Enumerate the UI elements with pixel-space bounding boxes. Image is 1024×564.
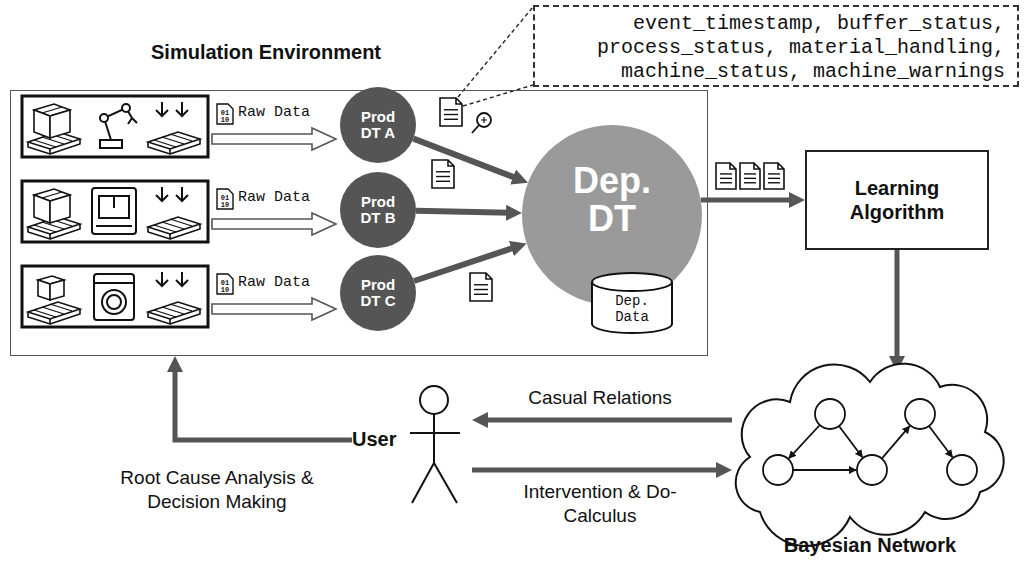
- cloud-outline: [720, 362, 1020, 532]
- attribute-list: event_timestamp, buffer_status, process_…: [555, 12, 1005, 80]
- flow-arrow: [484, 418, 732, 423]
- edge-label: Root Cause Analysis & Decision Making: [86, 466, 348, 514]
- document-icon: [470, 273, 492, 301]
- flow-label: Raw Data: [238, 274, 310, 291]
- document-icon: [740, 163, 760, 189]
- document-icon: [440, 98, 462, 126]
- production-twin: Prod DT C: [340, 255, 416, 331]
- edge-label: Casual Relations: [528, 386, 672, 410]
- environment-panel: Simulation EnvironmentProd DT AProd DT B…: [10, 90, 708, 356]
- flow-label: Raw Data: [238, 189, 310, 206]
- machine-row-a: [22, 96, 208, 157]
- flow-arrow: [472, 468, 720, 473]
- binary-icons: [217, 104, 233, 294]
- machine-row-c: [22, 266, 208, 327]
- flow-arrow: [895, 250, 900, 360]
- production-twin: Prod DT A: [340, 87, 416, 163]
- document-icon: [716, 163, 736, 189]
- attribute-callout: event_timestamp, buffer_status, process_…: [533, 5, 1019, 87]
- actor-label: User: [352, 428, 396, 451]
- panel-heading: Simulation Environment: [151, 41, 381, 64]
- flow-arrow: [416, 211, 510, 213]
- twin-label: Prod DT B: [356, 194, 400, 227]
- database-cylinder: Dep. Data: [590, 272, 674, 334]
- flow-arrow: [414, 247, 515, 281]
- cloud-heading: Bayesian Network: [720, 534, 1020, 557]
- document-icon: [432, 160, 454, 188]
- twin-label: Prod DT A: [356, 109, 400, 142]
- raw-data-arrows: [212, 128, 336, 320]
- flow-arrow: [175, 368, 352, 440]
- production-twin: Prod DT B: [340, 172, 416, 248]
- flow-arrow: [413, 139, 516, 179]
- binary-glyph: 01 10: [220, 110, 230, 124]
- twin-label: Dep. DT: [562, 162, 662, 238]
- database-label: Dep. Data: [607, 293, 657, 325]
- network-cloud: Bayesian Network: [720, 362, 1020, 558]
- document-icon: [764, 163, 784, 189]
- binary-glyph: 01 10: [220, 195, 230, 209]
- machine-row-b: [22, 181, 208, 242]
- callout-leaders: [458, 7, 533, 106]
- flow-label: Raw Data: [238, 104, 310, 121]
- user-actor: User: [352, 378, 472, 508]
- twin-label: Prod DT C: [356, 277, 400, 310]
- binary-glyph: 01 10: [220, 280, 230, 294]
- process-box: Learning Algorithm: [805, 150, 989, 250]
- magnifier-icon: [472, 113, 491, 133]
- flow-arrow: [701, 198, 793, 203]
- edge-label: Intervention & Do-Calculus: [515, 480, 685, 528]
- process-label: Learning Algorithm: [807, 172, 987, 228]
